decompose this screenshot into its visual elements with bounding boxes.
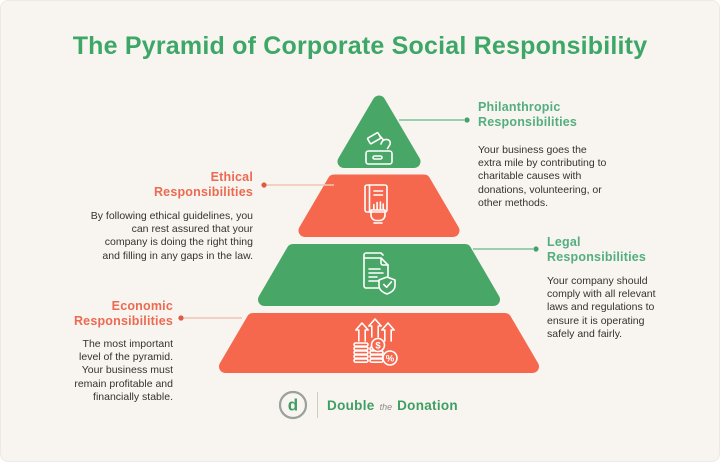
ethical-description: By following ethical guidelines, you can… [90,210,253,262]
legal-label-block: Legal Responsibilities Your company shou… [547,235,667,341]
economic-label-block: Economic Responsibilities The most impor… [59,299,173,404]
coins-growth-icon: $ % [353,318,398,366]
brand-logo-letter: d [288,396,298,415]
connector-dot-economic [178,315,184,321]
oath-hand-book-icon [364,184,388,224]
legal-title: Legal Responsibilities [547,235,647,264]
philanthropic-title: Philanthropic Responsibilities [478,100,578,129]
connectors [178,117,539,321]
pyramid-level-legal [258,244,500,306]
brand-word-the: the [379,401,393,412]
economic-description: The most important level of the pyramid.… [74,338,173,403]
philanthropic-description: Your business goes the extra mile by con… [478,144,607,209]
ethical-label-block: Ethical Responsibilities By following et… [89,170,253,263]
connector-dot-philanthropic [464,117,470,123]
document-shield-check-icon [363,252,396,295]
philanthropic-label-block: Philanthropic Responsibilities Your busi… [478,100,608,210]
economic-title: Economic Responsibilities [73,299,173,328]
svg-text:%: % [386,354,395,365]
svg-text:$: $ [375,341,381,352]
page-title: The Pyramid of Corporate Social Responsi… [72,32,648,60]
brand-word-double: Double [327,397,375,413]
connector-dot-ethical [261,182,267,188]
donation-hand-icon [365,131,393,165]
pyramid-level-philanthropic [337,95,421,168]
brand-word-donation: Donation [397,397,458,413]
brand-logo-icon: d [278,390,308,420]
connector-dot-legal [533,246,539,252]
pyramid-levels [219,95,539,373]
legal-description: Your company should comply with all rele… [547,275,656,340]
brand-logo-text: Double the Donation [327,398,458,413]
brand-logo: d Double the Donation [17,390,719,420]
pyramid-level-ethical [298,174,460,237]
ethical-title: Ethical Responsibilities [153,170,253,199]
brand-logo-divider [317,392,319,418]
